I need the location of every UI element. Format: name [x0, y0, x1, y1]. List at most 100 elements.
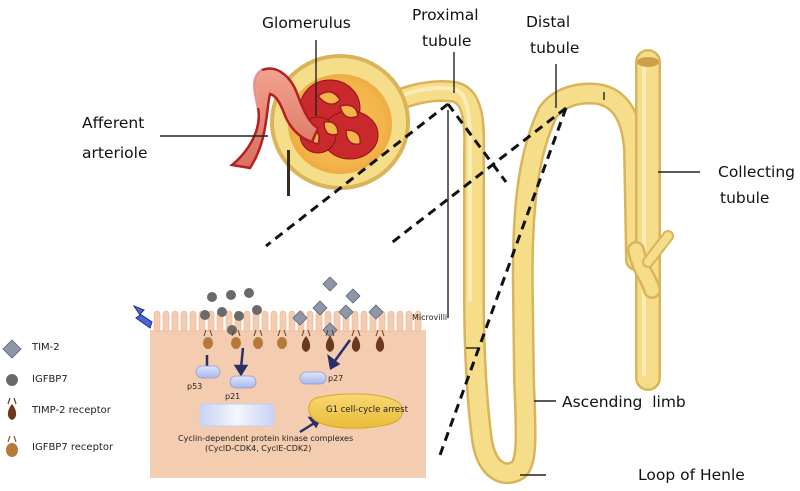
microvilli-label: Microvilli: [412, 313, 448, 322]
legend-icons: [2, 339, 22, 457]
microvillus: [414, 310, 422, 333]
microvillus: [243, 310, 251, 333]
igfbp7-particle: [226, 290, 236, 300]
tubular-cell-panel: [132, 276, 426, 478]
igfbp7-particle: [244, 288, 254, 298]
p21-label: p21: [225, 392, 241, 401]
igfbp7-particle: [200, 310, 210, 320]
legend-tim2-label: TIM-2: [32, 342, 60, 353]
g1-arrest-label: G1 cell-cycle arrest: [326, 405, 408, 415]
distal-label-line1: Distal: [526, 13, 571, 31]
glomerulus-capsule: [270, 54, 410, 190]
circle-icon: [6, 374, 18, 386]
p21-protein: [229, 375, 257, 389]
membrane-receptors: [203, 329, 385, 352]
timp2-receptor: [325, 336, 335, 352]
microvillus: [351, 310, 359, 333]
igfbp7-particle: [227, 325, 237, 335]
afferent-arteriole: [229, 67, 320, 196]
igfbp7-particles: [200, 288, 262, 335]
afferent-label-line2: arteriole: [82, 144, 148, 162]
p27-protein: [299, 371, 327, 385]
receptor-arm: [253, 329, 257, 337]
diamond-icon: [2, 339, 22, 359]
receptor-arm: [351, 329, 355, 337]
timp2-receptor-icon: [7, 397, 17, 420]
microvillus: [270, 310, 278, 333]
igfbp7-receptor-icon: [6, 435, 18, 457]
receptor-arm: [283, 329, 287, 337]
tim2-particle: [345, 288, 361, 304]
receptor-arm: [325, 329, 329, 337]
receptor-arm: [357, 329, 361, 337]
igfbp7-receptor: [277, 337, 287, 349]
proximal-label-line2: tubule: [422, 32, 472, 50]
receptor-arm: [307, 329, 311, 337]
arrest-shape: [308, 393, 404, 429]
cdk-complex-label-line1: Cyclin-dependent protein kinase complexe…: [178, 434, 354, 443]
cdk-complex-box: [199, 403, 275, 427]
microvillus: [360, 310, 368, 333]
microvillus: [405, 310, 413, 333]
legend-timp2-receptor-label: TIMP-2 receptor: [32, 405, 111, 416]
timp2-receptor: [301, 336, 311, 352]
igfbp7-particle: [217, 307, 227, 317]
receptor-arm: [203, 329, 207, 337]
legend-igfbp7-label: IGFBP7: [32, 374, 68, 385]
tim2-particle: [368, 304, 384, 320]
microvillus: [171, 310, 179, 333]
cell-body: [150, 330, 426, 478]
glomerulus-label: Glomerulus: [262, 14, 351, 32]
microvillus: [153, 310, 161, 333]
receptor-arm: [277, 329, 281, 337]
igfbp7-receptor: [231, 337, 241, 349]
microvillus: [288, 310, 296, 333]
receptor-arm: [237, 329, 241, 337]
receptor-arm: [331, 329, 335, 337]
afferent-label-line1: Afferent: [82, 114, 145, 132]
zoom-lines: [265, 102, 568, 456]
igfbp7-receptor: [203, 337, 213, 349]
cdk-complex-label-line2: (CyclD-CDK4, CyclE-CDK2): [205, 444, 312, 453]
p27-label: p27: [328, 374, 344, 383]
timp2-receptor: [375, 336, 385, 352]
receptor-arm: [259, 329, 263, 337]
receptor-arm: [209, 329, 213, 337]
microvillus: [306, 310, 314, 333]
microvillus: [261, 310, 269, 333]
nephron-tubules: [367, 49, 674, 485]
igfbp7-particle: [234, 311, 244, 321]
collecting-label-line1: Collecting: [718, 163, 796, 181]
timp2-receptor: [351, 336, 361, 352]
p53-label: p53: [187, 382, 203, 391]
receptor-arm: [231, 329, 235, 337]
tim2-particles: [292, 276, 384, 338]
receptor-arm: [381, 329, 385, 337]
tim2-particle: [292, 310, 308, 326]
distal-label-line2: tubule: [530, 39, 580, 57]
microvillus: [162, 310, 170, 333]
receptor-arm: [375, 329, 379, 337]
tim2-particle: [312, 300, 328, 316]
microvilli: [153, 310, 422, 333]
microvillus: [279, 310, 287, 333]
microvillus: [387, 310, 395, 333]
igfbp7-particle: [207, 292, 217, 302]
legend-igfbp7-receptor-label: IGFBP7 receptor: [32, 442, 114, 453]
igfbp7-particle: [252, 305, 262, 315]
microvillus: [333, 310, 341, 333]
microvillus: [189, 310, 197, 333]
microvillus: [180, 310, 188, 333]
tim2-particle: [322, 276, 338, 292]
collecting-label-line2: tubule: [720, 189, 770, 207]
arteriole-base-mark: [287, 150, 290, 196]
label-leaders: [160, 40, 700, 476]
loop-of-henle-label: Loop of Henle: [638, 466, 745, 484]
tim2-particle: [338, 304, 354, 320]
p53-protein: [195, 365, 221, 379]
microvillus: [396, 310, 404, 333]
receptor-arm: [301, 329, 305, 337]
ascending-limb-label: Ascending limb: [562, 393, 686, 411]
